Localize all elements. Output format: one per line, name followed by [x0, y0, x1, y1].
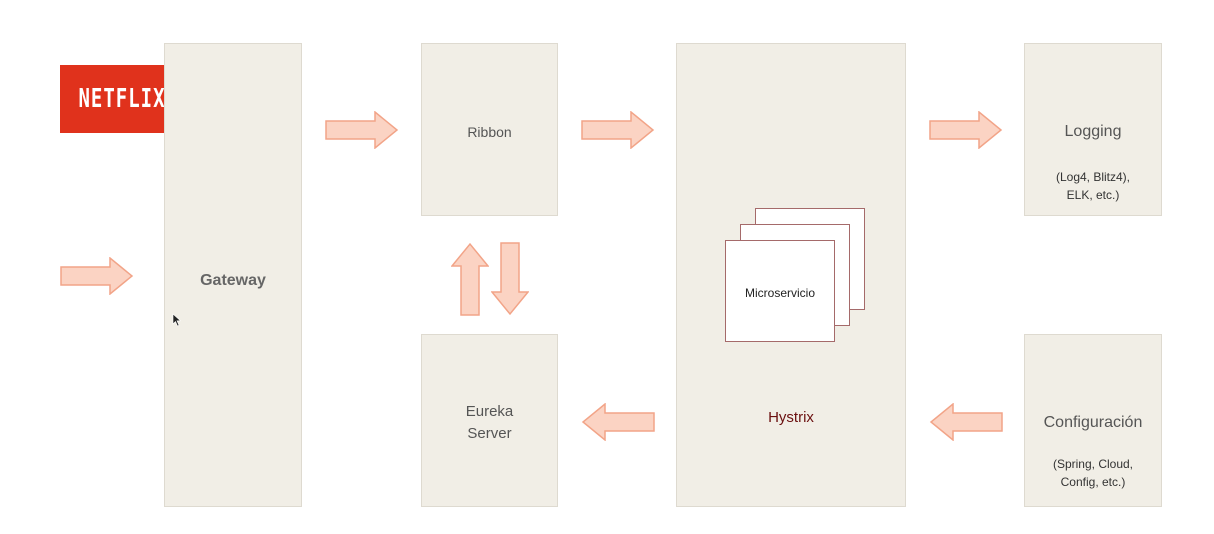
microservice-card-front: Microservicio [725, 240, 835, 342]
gateway-label: Gateway [200, 272, 266, 289]
arrow-down-ribbon-eureka [491, 242, 529, 316]
arrow-up-eureka-ribbon [451, 242, 489, 316]
netflix-logo: NETFLIX [60, 65, 184, 133]
arrow-right-input [60, 257, 134, 295]
arrow-right-gateway-ribbon [325, 111, 399, 149]
logging-sub-line2: ELK, etc.) [1066, 188, 1120, 202]
configuracion-box: Configuración (Spring, Cloud, Config, et… [1024, 334, 1162, 507]
configuracion-sub-line1: (Spring, Cloud, [1052, 457, 1134, 471]
eureka-server-box: Eureka Server [421, 334, 558, 507]
logging-label: Logging [1064, 123, 1122, 140]
gateway-box: Gateway [164, 43, 302, 507]
arrow-left-config-hystrix [929, 403, 1003, 441]
configuracion-label: Configuración [1043, 414, 1143, 431]
ribbon-box: Ribbon [421, 43, 558, 216]
ribbon-label: Ribbon [467, 124, 512, 140]
arrow-right-hystrix-logging [929, 111, 1003, 149]
logging-sub-line1: (Log4, Blitz4), [1055, 170, 1131, 184]
mouse-cursor-icon [172, 313, 182, 327]
eureka-label-line2: Server [467, 425, 512, 442]
hystrix-label: Hystrix [768, 409, 814, 426]
logging-box: Logging (Log4, Blitz4), ELK, etc.) [1024, 43, 1162, 216]
arrow-right-ribbon-hystrix [581, 111, 655, 149]
eureka-label-line1: Eureka [465, 403, 514, 420]
hystrix-box: Hystrix Microservicio [676, 43, 906, 507]
configuracion-sub-line2: Config, etc.) [1060, 475, 1126, 489]
microservice-label: Microservicio [744, 286, 815, 300]
netflix-logo-text: NETFLIX [78, 84, 166, 114]
arrow-left-hystrix-eureka [581, 403, 655, 441]
